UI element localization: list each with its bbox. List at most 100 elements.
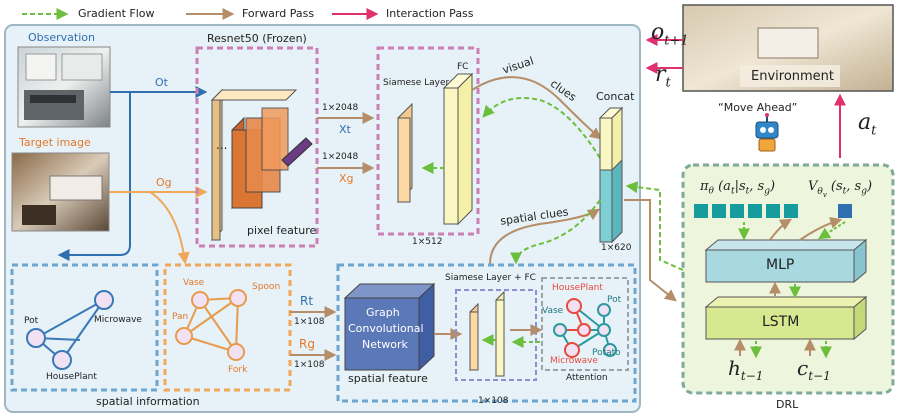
rt-label: Rt	[300, 294, 314, 308]
policy-args-a-sub: t	[730, 186, 735, 197]
policy-args-a: (a	[718, 179, 731, 194]
policy-args-sg: , s	[749, 179, 765, 194]
att-pot-node	[597, 303, 611, 317]
siamese-top-title: Siamese Layer	[383, 78, 450, 88]
reward-symbol: r	[655, 62, 666, 87]
c-subscript: t−1	[808, 369, 831, 383]
pi-subscript: θ	[708, 186, 714, 197]
policy-args-close: )	[769, 179, 776, 194]
xt-dim-label: 1×2048	[322, 103, 359, 113]
att-label-pot: Pot	[607, 295, 622, 305]
lstm-block	[704, 295, 868, 341]
xg-var-label: Xg	[339, 172, 354, 185]
tgt-node-spoon: Spoon	[252, 282, 281, 292]
mlp-label: MLP	[766, 257, 795, 273]
gcn-cube	[343, 282, 436, 372]
concat-dim: 1×620	[601, 243, 632, 253]
visual-clues-grad	[482, 97, 601, 159]
tgt-to-spatial-arrow	[149, 191, 190, 265]
siamese-top-layers	[397, 72, 474, 226]
ot-label: Ot	[155, 76, 168, 89]
observation-title: Observation	[28, 31, 95, 44]
spatial-feature-panel	[336, 263, 637, 403]
siamese-top-box	[376, 46, 480, 236]
resnet-dots: ...	[216, 138, 228, 152]
attention-caption: Attention	[566, 373, 608, 383]
policy-formula: πθ (at|st, sg)	[700, 179, 775, 197]
reward-label: rt	[655, 62, 671, 90]
rg-label: Rg	[299, 337, 315, 351]
pi-symbol: π	[700, 179, 709, 194]
xg-dim-label: 1×2048	[322, 152, 359, 162]
environment-image	[682, 4, 894, 92]
c-label: ct−1	[797, 356, 831, 383]
h-symbol: h	[728, 356, 741, 380]
gcn-line3: Network	[362, 338, 408, 351]
robot-icon	[755, 113, 779, 152]
og-label: Og	[156, 176, 172, 189]
fork-node	[227, 343, 245, 361]
spatial-info-caption: spatial information	[96, 395, 200, 408]
obs-to-spatial-arrow	[57, 92, 131, 261]
move-ahead-label: “Move Ahead”	[718, 101, 798, 114]
resnet-box	[195, 46, 319, 248]
att-label-microwave: Microwave	[550, 356, 598, 366]
action-symbol: a	[858, 110, 872, 135]
drl-to-concat-grad	[625, 181, 684, 271]
reward-subscript: t	[665, 75, 671, 91]
obs-node-pot: Pot	[24, 316, 39, 326]
environment-title: Environment	[751, 69, 835, 84]
value-args-s-sub: t	[842, 186, 847, 197]
lstm-label: LSTM	[762, 314, 800, 330]
attention-graph	[553, 298, 617, 358]
spatial-feature-caption: spatial feature	[348, 372, 428, 385]
siamese-bottom-title: Siamese Layer + FC	[445, 273, 536, 283]
mlp-to-policy	[769, 218, 793, 241]
obs-next-label: ot+1	[651, 20, 689, 48]
visual-clues-curve	[471, 76, 602, 140]
spatial-clues-grad	[510, 199, 601, 265]
value-formula: Vθv (st, sg)	[808, 179, 872, 198]
att-vase-node	[553, 323, 567, 337]
att-label-potato: Potato	[592, 348, 621, 358]
microwave-node	[94, 290, 114, 310]
policy-vector	[694, 204, 798, 218]
resnet-title: Resnet50 (Frozen)	[207, 32, 307, 45]
c-symbol: c	[797, 356, 809, 380]
mlp-block	[704, 238, 868, 284]
obs-graph	[26, 290, 114, 370]
xt-var-label: Xt	[339, 123, 351, 136]
houseplant-node	[52, 350, 72, 370]
att-label-vase: Vase	[542, 306, 564, 316]
att-center-node	[577, 323, 591, 337]
att-microwave-node	[564, 342, 580, 358]
rg-dim: 1×108	[294, 360, 325, 370]
tgt-node-vase: Vase	[183, 278, 205, 288]
obs-subscript: t+1	[664, 33, 689, 49]
h-subscript: t−1	[740, 369, 764, 383]
value-args-s: (s	[830, 179, 843, 194]
siamese-top-dim: 1×512	[412, 237, 443, 247]
value-sub-v: v	[822, 190, 827, 199]
att-label-houseplant: HousePlant	[552, 283, 603, 293]
value-symbol: V	[808, 179, 818, 194]
value-sub-theta: θ	[817, 186, 823, 197]
att-right-node	[597, 323, 611, 337]
legend-forward-label: Forward Pass	[242, 7, 315, 20]
value-args-sg: , s	[846, 179, 862, 194]
obs-symbol: o	[651, 20, 665, 45]
att-potato-node	[603, 343, 617, 357]
action-subscript: t	[871, 123, 877, 139]
concat-title: Concat	[596, 90, 635, 103]
tgt-node-fork: Fork	[228, 365, 248, 375]
tgt-graph-box	[163, 263, 292, 392]
value-args-close: )	[867, 179, 873, 194]
action-label: at	[858, 110, 876, 138]
spoon-node	[229, 289, 247, 307]
concat-to-drl-arrow	[624, 199, 677, 302]
rt-dim: 1×108	[294, 317, 325, 327]
tgt-graph	[175, 289, 247, 361]
att-houseplant-node	[566, 298, 582, 314]
gcn-line1: Graph	[366, 306, 400, 319]
